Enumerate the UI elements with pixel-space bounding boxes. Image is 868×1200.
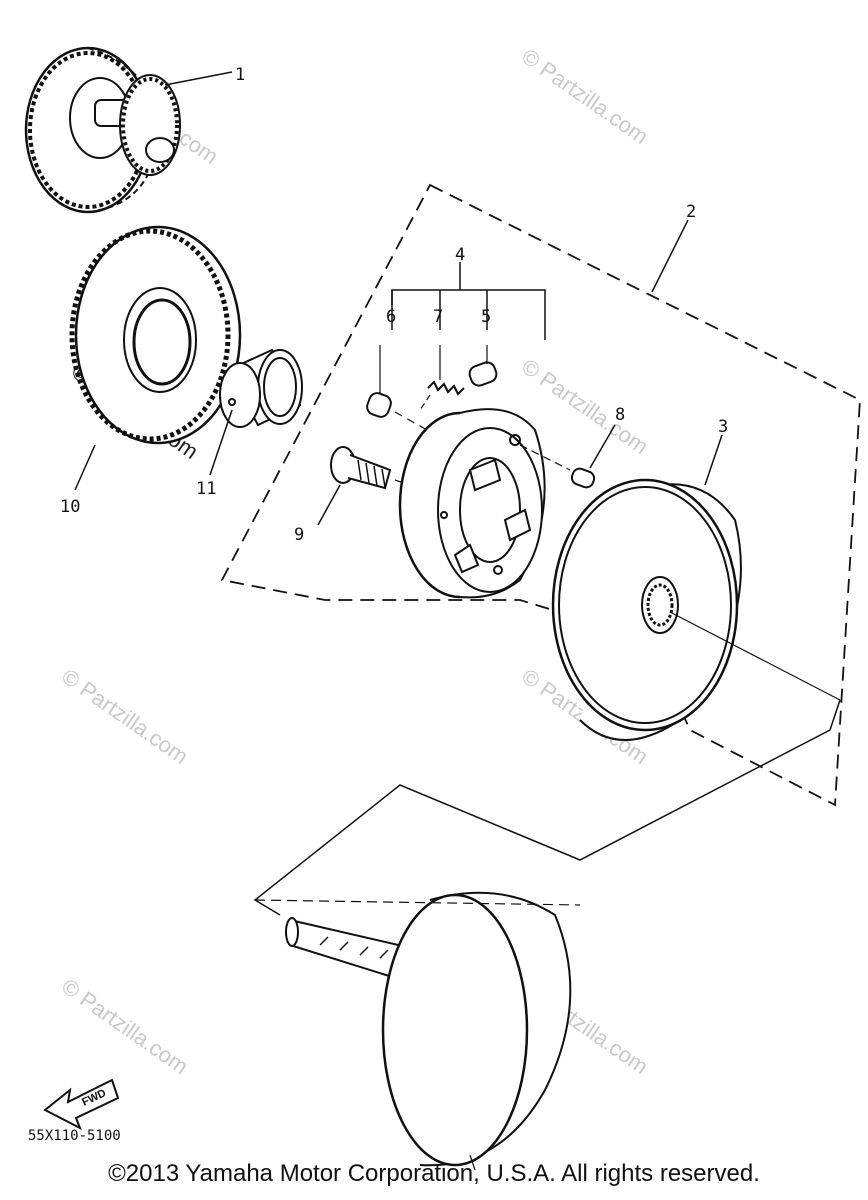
label-part-11: 11 bbox=[196, 479, 216, 499]
diagram-code: 55X110-5100 bbox=[28, 1128, 121, 1144]
part-10-wheel-gear bbox=[69, 225, 242, 491]
label-part-1: 1 bbox=[235, 65, 245, 85]
part-1-idle-gear bbox=[24, 46, 233, 214]
label-part-7: 7 bbox=[433, 307, 443, 327]
part-8-pin bbox=[519, 424, 616, 489]
watermark: © Partzilla.com bbox=[57, 974, 193, 1080]
part-9-bolt bbox=[317, 446, 431, 526]
label-part-9: 9 bbox=[294, 525, 304, 545]
fwd-arrow-icon bbox=[43, 1078, 120, 1131]
label-part-2: 2 bbox=[686, 202, 696, 222]
part-7-spring bbox=[419, 345, 465, 411]
part-labels: 1 2 3 4 5 6 7 8 9 10 11 bbox=[60, 65, 728, 545]
part-3-clutch-outer bbox=[551, 434, 841, 741]
bracket-4 bbox=[391, 289, 546, 340]
label-part-8: 8 bbox=[615, 405, 625, 425]
leader-lines bbox=[253, 699, 841, 916]
watermark: © Partzilla.com bbox=[57, 664, 193, 770]
copyright-notice: ©2013 Yamaha Motor Corporation, U.S.A. A… bbox=[108, 1160, 760, 1187]
part-11-bushing bbox=[209, 348, 303, 476]
watermark: © Partzilla.com bbox=[517, 44, 653, 150]
label-part-10: 10 bbox=[60, 497, 80, 517]
label-part-6: 6 bbox=[386, 307, 396, 327]
label-part-5: 5 bbox=[481, 307, 491, 327]
clutch-body bbox=[398, 408, 546, 599]
label-part-3: 3 bbox=[718, 417, 728, 437]
label-part-4: 4 bbox=[455, 245, 465, 265]
crankshaft-rotor bbox=[254, 891, 581, 1171]
part-5-cap bbox=[468, 345, 498, 387]
